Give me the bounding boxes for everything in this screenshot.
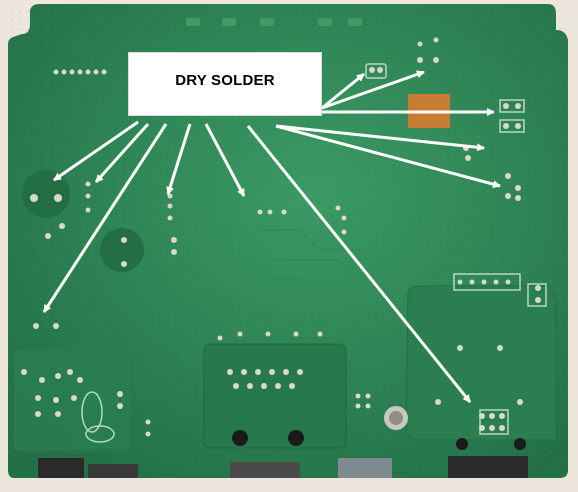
dry-solder-label: DRY SOLDER bbox=[175, 71, 275, 89]
dry-solder-label-box: DRY SOLDER bbox=[128, 52, 322, 116]
circuit-board bbox=[8, 4, 568, 478]
dry-solder-arrows bbox=[42, 70, 501, 403]
